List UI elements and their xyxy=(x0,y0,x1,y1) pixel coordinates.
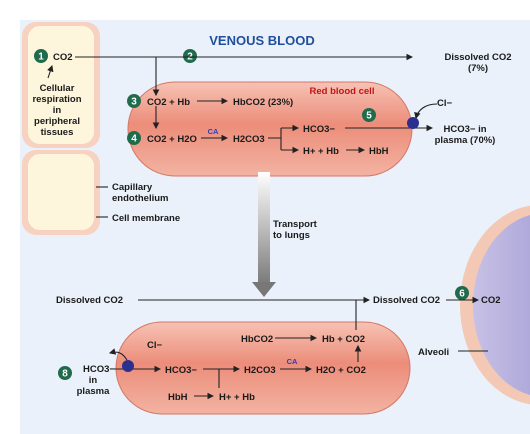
step-badge-5: 5 xyxy=(362,108,376,122)
plasma-hco3-bottom-line2: in xyxy=(89,375,98,386)
tissue-label-line4: peripheral xyxy=(34,116,80,127)
respiration-arrow xyxy=(47,64,54,79)
step-badge-6: 6 xyxy=(455,286,469,300)
tissue-co2: CO2 xyxy=(53,52,73,63)
transport-arrowhead xyxy=(252,282,276,297)
svg-text:5: 5 xyxy=(366,111,372,122)
bottom-hbh: HbH xyxy=(168,392,188,403)
bottom-h-hb: H+ + Hb xyxy=(219,392,255,403)
plasma-hco3-line2: plasma (70%) xyxy=(435,135,496,146)
dissolved-co2-bottom-right: Dissolved CO2 xyxy=(373,295,440,306)
bottom-carbonic-acid: H2CO3 xyxy=(244,365,276,376)
bottom-hbco2: HbCO2 xyxy=(241,334,273,345)
plasma-hco3-line1: HCO3− in xyxy=(443,124,486,135)
bottom-h2o-co2: H2O + CO2 xyxy=(316,365,366,376)
step-badge-1: 1 xyxy=(34,49,48,63)
svg-text:1: 1 xyxy=(38,52,44,63)
alveolus xyxy=(473,215,530,395)
eq4-h-hb: H+ + Hb xyxy=(303,146,339,157)
eq4-carbonic-acid: H2CO3 xyxy=(233,134,265,145)
step-badge-2: 2 xyxy=(183,49,197,63)
chloride-channel-top xyxy=(407,117,419,129)
svg-text:6: 6 xyxy=(459,289,465,300)
dissolved-co2-bottom-left: Dissolved CO2 xyxy=(56,295,123,306)
eq4-reactants: CO2 + H2O xyxy=(147,134,197,145)
dissolved-co2-top: Dissolved CO2 xyxy=(444,52,511,63)
tissue-label-line1: Cellular xyxy=(40,83,75,94)
svg-text:8: 8 xyxy=(62,369,68,380)
eq4-split xyxy=(268,128,282,150)
step-badge-8: 8 xyxy=(58,366,72,380)
plasma-hco3-bottom-line1: HCO3− xyxy=(83,364,115,375)
tissue-label-line5: tissues xyxy=(41,127,74,138)
bottom-enzyme: CA xyxy=(287,357,298,366)
bottom-hb-co2: Hb + CO2 xyxy=(322,334,365,345)
svg-text:3: 3 xyxy=(131,97,137,108)
chloride-bottom: Cl− xyxy=(147,340,163,351)
tissue-cell-bottom xyxy=(28,154,94,230)
bottom-bicarbonate: HCO3− xyxy=(165,365,197,376)
red-blood-cell-bottom xyxy=(115,321,411,415)
capillary-label-line1: Capillary xyxy=(112,182,153,193)
transport-label-line1: Transport xyxy=(273,219,318,230)
tissue-label-line2: respiration xyxy=(32,94,81,105)
transport-label-line2: to lungs xyxy=(273,230,310,241)
chloride-channel-bottom xyxy=(122,360,134,372)
step-badge-4: 4 xyxy=(127,131,141,145)
cell-membrane-label: Cell membrane xyxy=(112,213,180,224)
svg-text:4: 4 xyxy=(131,134,137,145)
eq3-product: HbCO2 (23%) xyxy=(233,97,293,108)
transport-shaft xyxy=(258,172,270,284)
eq4-enzyme: CA xyxy=(208,127,219,136)
eq4-hbh: HbH xyxy=(369,146,389,157)
step-badge-3: 3 xyxy=(127,94,141,108)
capillary-label-line2: endothelium xyxy=(112,193,168,204)
chloride-out-arrow xyxy=(108,348,128,361)
page-title: VENOUS BLOOD xyxy=(209,33,314,48)
eq4-bicarbonate: HCO3− xyxy=(303,124,335,135)
chloride-top: Cl− xyxy=(437,98,453,109)
dissolved-co2-percent: (7%) xyxy=(468,63,488,74)
chloride-in-arrow xyxy=(414,103,438,120)
eq3-reactants: CO2 + Hb xyxy=(147,97,190,108)
alveoli-label: Alveoli xyxy=(418,347,449,358)
tissue-label-line3: in xyxy=(53,105,62,116)
plasma-hco3-bottom-line3: plasma xyxy=(77,386,110,397)
co2-exhaled: CO2 xyxy=(481,295,501,306)
red-blood-cell-label: Red blood cell xyxy=(310,86,375,97)
